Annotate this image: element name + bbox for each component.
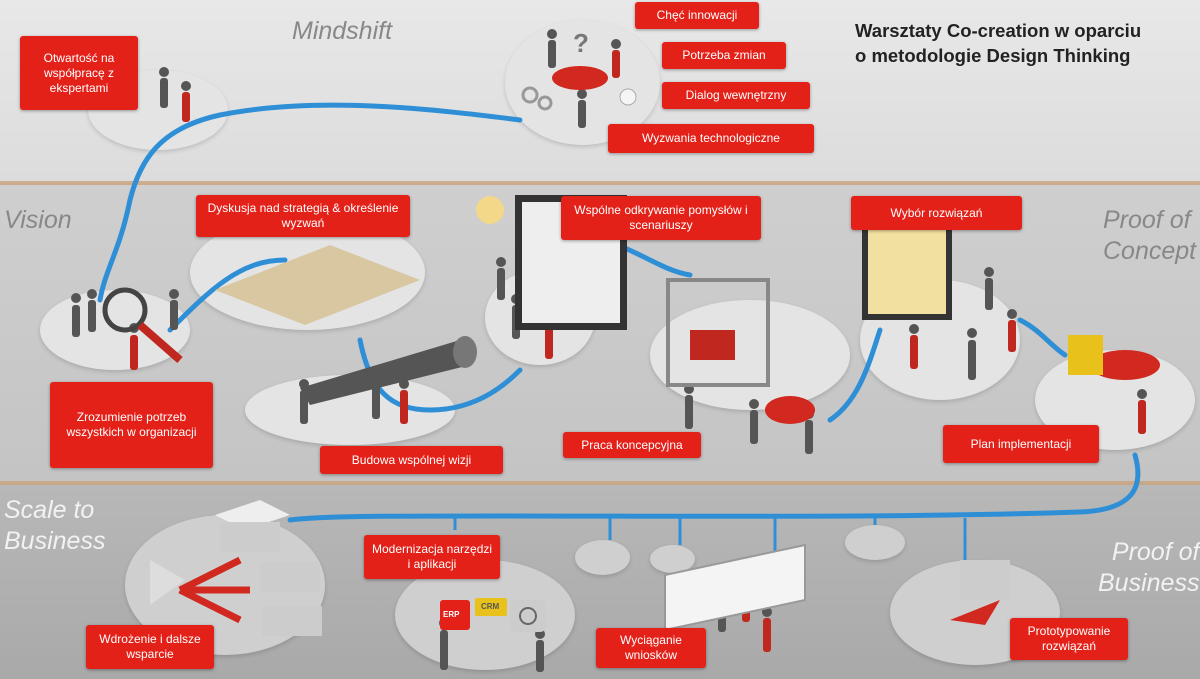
scene-disc-praca xyxy=(650,300,850,410)
label-praca-koncepcyjna: Praca koncepcyjna xyxy=(563,432,701,458)
label-dialog-wewnetrzny: Dialog wewnętrzny xyxy=(662,82,810,109)
zone-mindshift: Mindshift xyxy=(292,17,393,45)
zone-proof-of-business: Proof of Business xyxy=(1098,537,1199,599)
zone-proof-of-concept: Proof of Concept xyxy=(1103,205,1196,267)
label-potrzeba-zmian: Potrzeba zmian xyxy=(662,42,786,69)
label-otwartosc: Otwartość na współpracę z ekspertami xyxy=(20,36,138,110)
label-prototypowanie: Prototypowanie rozwiązań xyxy=(1010,618,1128,660)
label-wspolne-odkrywanie: Wspólne odkrywanie pomysłów i scenariusz… xyxy=(561,196,761,240)
label-modernizacja: Modernizacja narzędzi i aplikacji xyxy=(364,535,500,579)
label-plan-implementacji: Plan implementacji xyxy=(943,425,1099,463)
divider-top xyxy=(0,181,1200,185)
label-wyciaganie-wnioskow: Wyciąganie wniosków xyxy=(596,628,706,668)
zone-proof-of-business-line1: Proof of xyxy=(1111,538,1200,566)
erp-icon: ERP xyxy=(443,610,460,619)
label-wyzwania: Wyzwania technologiczne xyxy=(608,124,814,153)
scene-disc-small-1 xyxy=(575,540,630,575)
label-zrozumienie: Zrozumienie potrzeb wszystkich w organiz… xyxy=(50,382,213,468)
page-title: Warsztaty Co-creation w oparciu o metodo… xyxy=(855,18,1195,68)
zone-scale-to-business: Scale to Business xyxy=(4,495,105,557)
label-chec-innowacji: Chęć innowacji xyxy=(635,2,759,29)
scene-disc-small-2 xyxy=(650,545,695,573)
crm-icon: CRM xyxy=(481,602,500,611)
question-mark-icon: ? xyxy=(573,28,589,58)
scene-disc-small-3 xyxy=(845,525,905,560)
label-wybor-rozwiazan: Wybór rozwiązań xyxy=(851,196,1022,230)
page-title-line2: o metodologie Design Thinking xyxy=(855,45,1131,66)
divider-bottom xyxy=(0,481,1200,485)
label-wdrozenie: Wdrożenie i dalsze wsparcie xyxy=(86,625,214,669)
label-budowa-wizji: Budowa wspólnej wizji xyxy=(320,446,503,474)
zone-vision: Vision xyxy=(4,206,72,234)
page-title-line1: Warsztaty Co-creation w oparciu xyxy=(855,20,1142,41)
zone-proof-of-concept-line1: Proof of xyxy=(1103,206,1191,234)
zone-scale-line1: Scale to xyxy=(4,496,95,524)
zone-proof-of-business-line2: Business xyxy=(1098,569,1200,597)
zone-scale-line2: Business xyxy=(4,527,106,555)
label-dyskusja: Dyskusja nad strategią & określenie wyzw… xyxy=(196,195,410,237)
zone-proof-of-concept-line2: Concept xyxy=(1103,237,1197,265)
